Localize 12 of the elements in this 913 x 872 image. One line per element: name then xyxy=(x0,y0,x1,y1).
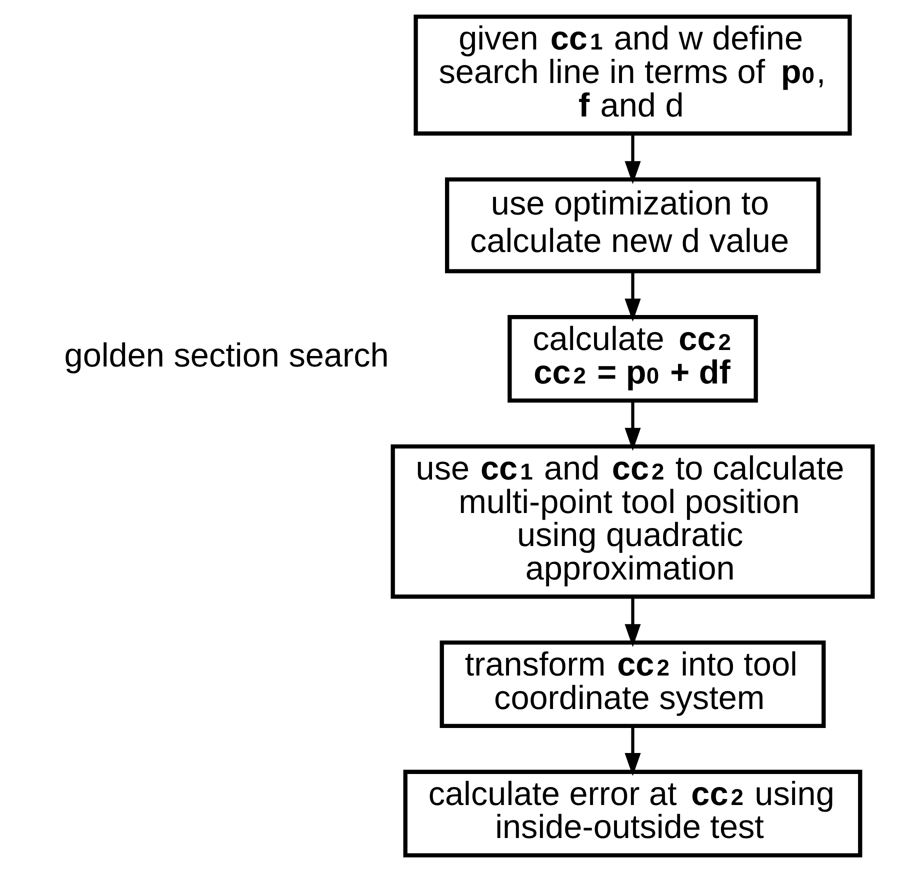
node-box: use optimization to calculate new d value xyxy=(444,177,820,274)
node-box: calculate error at cc2 using inside-outside test xyxy=(402,770,862,858)
arrow xyxy=(624,726,640,776)
arrow xyxy=(624,272,640,322)
label: golden section search xyxy=(64,338,388,375)
arrow xyxy=(624,400,640,451)
arrow xyxy=(624,597,640,648)
node-box: transform cc2 into tool coordinate system xyxy=(439,640,826,728)
node-box: use cc1 and cc2 to calculate multi-point tool position using quadratic approximation xyxy=(390,444,874,599)
node-box: calculate cc2 cc2 = p0 + df xyxy=(507,315,758,403)
node-box: given cc1 and w define search line in terms of p0, f and d xyxy=(413,14,852,136)
arrow xyxy=(624,134,640,184)
